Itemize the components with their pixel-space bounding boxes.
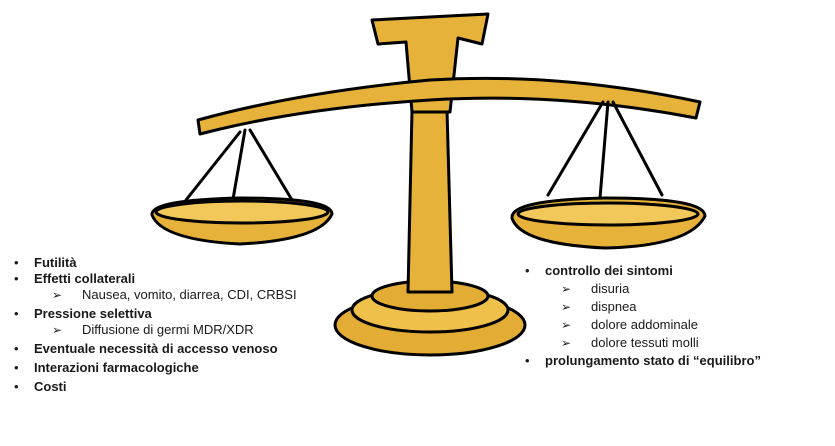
right-hanger-line	[546, 100, 605, 197]
right-sub-item: ➢ dolore tessuti molli	[561, 335, 835, 351]
left-list: • Futilità • Effetti collaterali ➢ Nause…	[14, 255, 344, 395]
left-item-label: Futilità	[34, 255, 77, 270]
left-hanger-line	[248, 128, 294, 202]
bullet-icon: •	[14, 255, 19, 270]
left-list-item: • Futilità	[14, 255, 344, 271]
right-sub-item: ➢ disuria	[561, 281, 835, 297]
bullet-icon: •	[525, 263, 530, 278]
arrow-icon: ➢	[52, 288, 63, 302]
left-item-label: Eventuale necessità di accesso venoso	[34, 341, 278, 356]
scale-top-cap	[370, 12, 490, 114]
bullet-icon: •	[525, 353, 530, 368]
right-pan-rim	[516, 201, 700, 227]
scale-column	[406, 108, 454, 294]
left-list-item: • Pressione selettiva	[14, 306, 344, 322]
right-list-item: • controllo dei sintomi	[525, 263, 835, 279]
right-sub-item: ➢ dolore addominale	[561, 317, 835, 333]
right-item-label: controllo dei sintomi	[545, 263, 673, 278]
bullet-icon: •	[14, 271, 19, 286]
left-sub-label: Nausea, vomito, diarrea, CDI, CRBSI	[82, 287, 297, 302]
arrow-icon: ➢	[561, 318, 572, 332]
arrow-icon: ➢	[52, 323, 63, 337]
arrow-icon: ➢	[561, 282, 572, 296]
right-sub-label: disuria	[591, 281, 630, 296]
arrow-icon: ➢	[561, 336, 572, 350]
left-hanger-line	[184, 130, 242, 202]
right-sub-label: dolore tessuti molli	[591, 335, 699, 350]
left-sub-item: ➢ Diffusione di germi MDR/XDR	[52, 322, 344, 338]
left-hanger-line	[230, 128, 247, 207]
arrow-icon: ➢	[561, 300, 572, 314]
right-list-item: • prolungamento stato di “equilibro”	[525, 353, 835, 369]
left-list-item: • Effetti collaterali	[14, 271, 344, 287]
right-sub-item: ➢ dispnea	[561, 299, 835, 315]
left-item-label: Interazioni farmacologiche	[34, 360, 199, 375]
right-hanger-line	[611, 100, 664, 197]
bullet-icon: •	[14, 379, 19, 394]
left-list-item: • Interazioni farmacologiche	[14, 360, 344, 376]
bullet-icon: •	[14, 360, 19, 375]
bullet-icon: •	[14, 306, 19, 321]
left-sub-item: ➢ Nausea, vomito, diarrea, CDI, CRBSI	[52, 287, 322, 303]
left-item-label: Costi	[34, 379, 67, 394]
left-list-item: • Eventuale necessità di accesso venoso	[14, 341, 344, 357]
bullet-icon: •	[14, 341, 19, 356]
left-sub-label: Diffusione di germi MDR/XDR	[82, 322, 254, 337]
right-sub-label: dolore addominale	[591, 317, 698, 332]
left-item-label: Effetti collaterali	[34, 271, 136, 286]
scale-beam	[196, 76, 702, 136]
left-item-label: Pressione selettiva	[34, 306, 152, 321]
left-list-item: • Costi	[14, 379, 344, 395]
right-item-label: prolungamento stato di “equilibro”	[545, 353, 761, 368]
right-hanger-line	[598, 100, 610, 200]
right-sub-label: dispnea	[591, 299, 637, 314]
right-list: • controllo dei sintomi ➢ disuria ➢ disp…	[525, 263, 835, 369]
left-pan-rim	[154, 199, 330, 225]
